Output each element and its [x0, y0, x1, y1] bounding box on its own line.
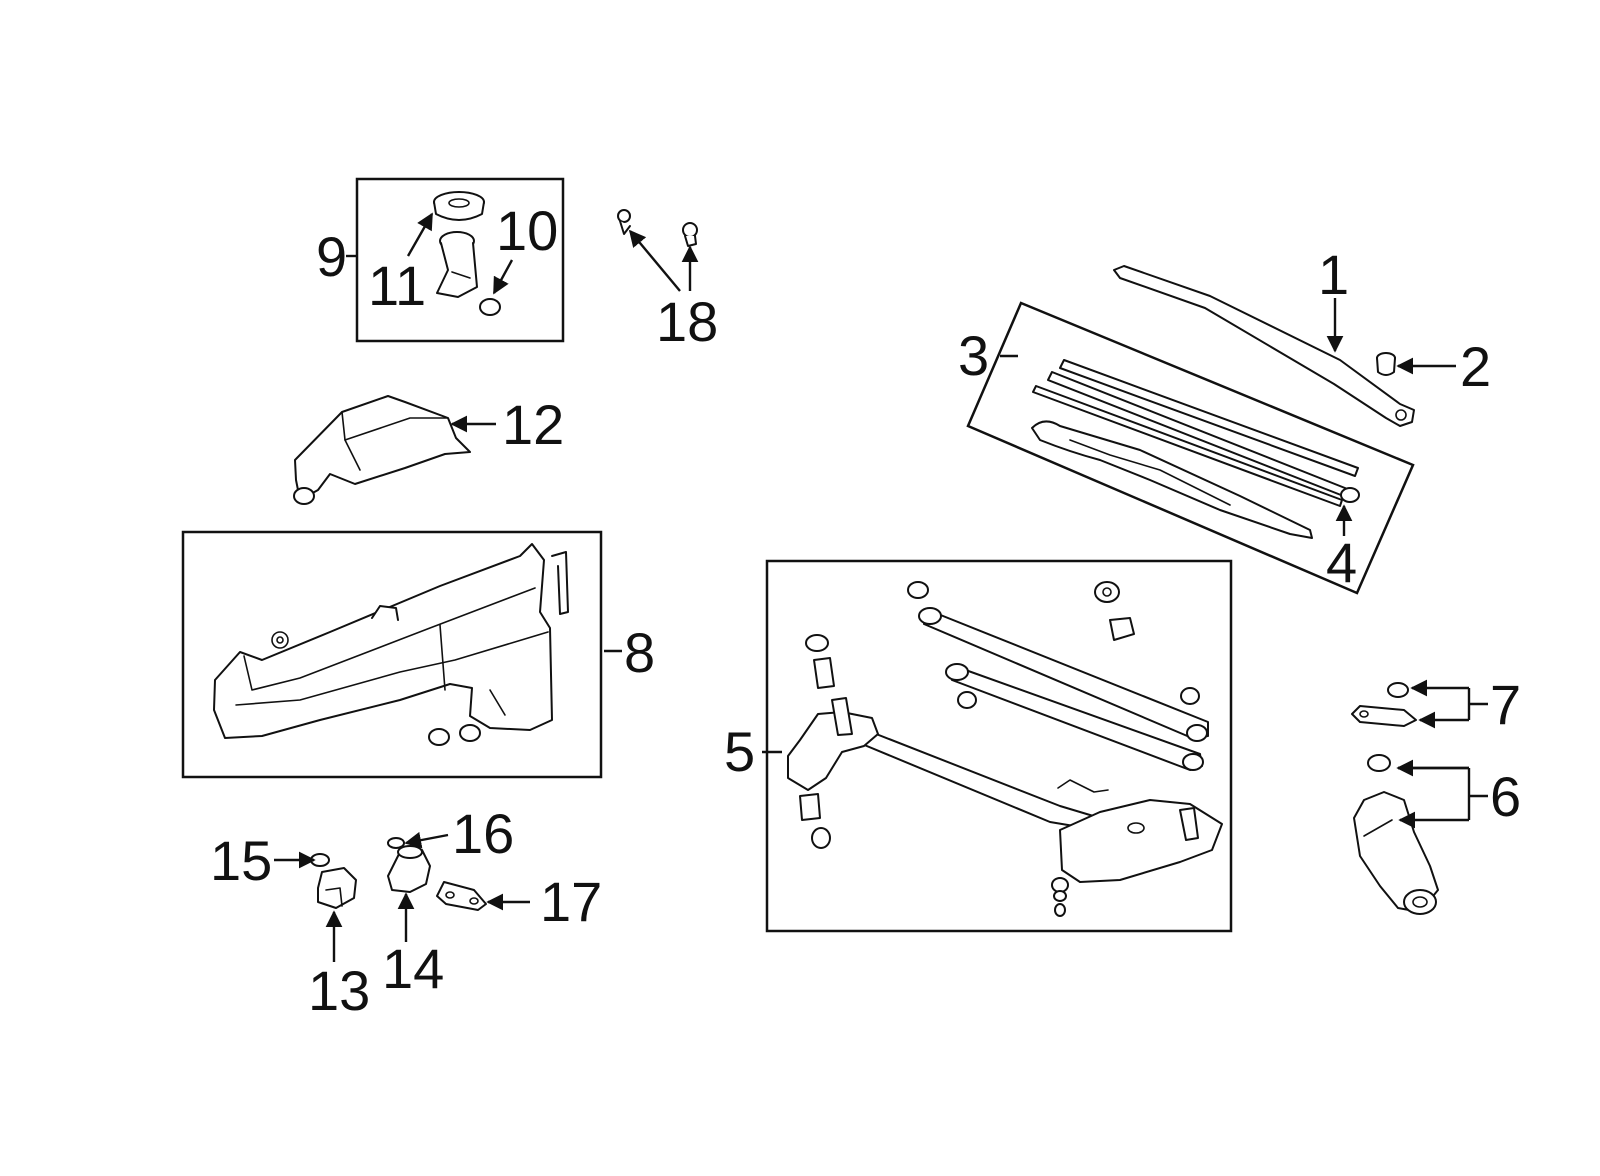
- callout-11: 11: [368, 254, 426, 317]
- filler-neck-part: [436, 231, 478, 298]
- motor-bracket-part: [1351, 705, 1417, 727]
- callout-5: 5: [724, 720, 755, 783]
- callout-3: 3: [958, 324, 989, 387]
- callout-15: 15: [210, 829, 272, 892]
- washer-pump-part: [317, 867, 357, 909]
- leader-10: [492, 259, 514, 295]
- leader-18a: [628, 229, 681, 292]
- callout-9: 9: [316, 225, 347, 288]
- callout-7: 7: [1490, 673, 1521, 736]
- pivot-cap-part: [1387, 682, 1409, 698]
- hose-clip-part-a: [617, 209, 631, 235]
- callout-12: 12: [502, 393, 564, 456]
- box-wiper-linkage: [765, 559, 1233, 933]
- callout-8: 8: [624, 621, 655, 684]
- wiper-linkage-part: [787, 581, 1223, 917]
- blade-refill-part: [1032, 359, 1360, 507]
- reservoir-cover-part: [293, 395, 471, 505]
- callout-16: 16: [452, 802, 514, 865]
- hose-clip-part-b: [682, 222, 698, 247]
- callout-17: 17: [540, 870, 602, 933]
- box-reservoir-cap-group: [355, 177, 565, 343]
- wiper-motor-part: [1353, 754, 1439, 915]
- callout-4: 4: [1326, 531, 1357, 594]
- callout-6: 6: [1490, 765, 1521, 828]
- box-wiper-blade: [966, 301, 1415, 595]
- leader-16: [404, 831, 449, 849]
- leader-7: [1420, 688, 1488, 720]
- leader-6: [1398, 766, 1488, 820]
- callout-18: 18: [656, 290, 718, 353]
- callout-10: 10: [496, 199, 558, 262]
- filler-seal-part: [479, 298, 501, 316]
- washer-reservoir-part: [213, 543, 569, 746]
- leader-11: [406, 212, 434, 257]
- pump-gasket-part: [436, 881, 487, 911]
- callout-13: 13: [308, 959, 370, 1022]
- callout-14: 14: [382, 937, 444, 1000]
- box-washer-reservoir: [181, 530, 603, 779]
- washer-motor-part: [387, 845, 431, 893]
- callout-1: 1: [1318, 243, 1349, 306]
- motor-seal-part: [387, 837, 405, 849]
- wiper-blade-part: [1031, 420, 1313, 539]
- wiper-arm-part: [1113, 265, 1415, 427]
- callout-2: 2: [1460, 335, 1491, 398]
- arm-nut-cap-part: [1376, 352, 1396, 376]
- reservoir-cap-part: [433, 191, 485, 221]
